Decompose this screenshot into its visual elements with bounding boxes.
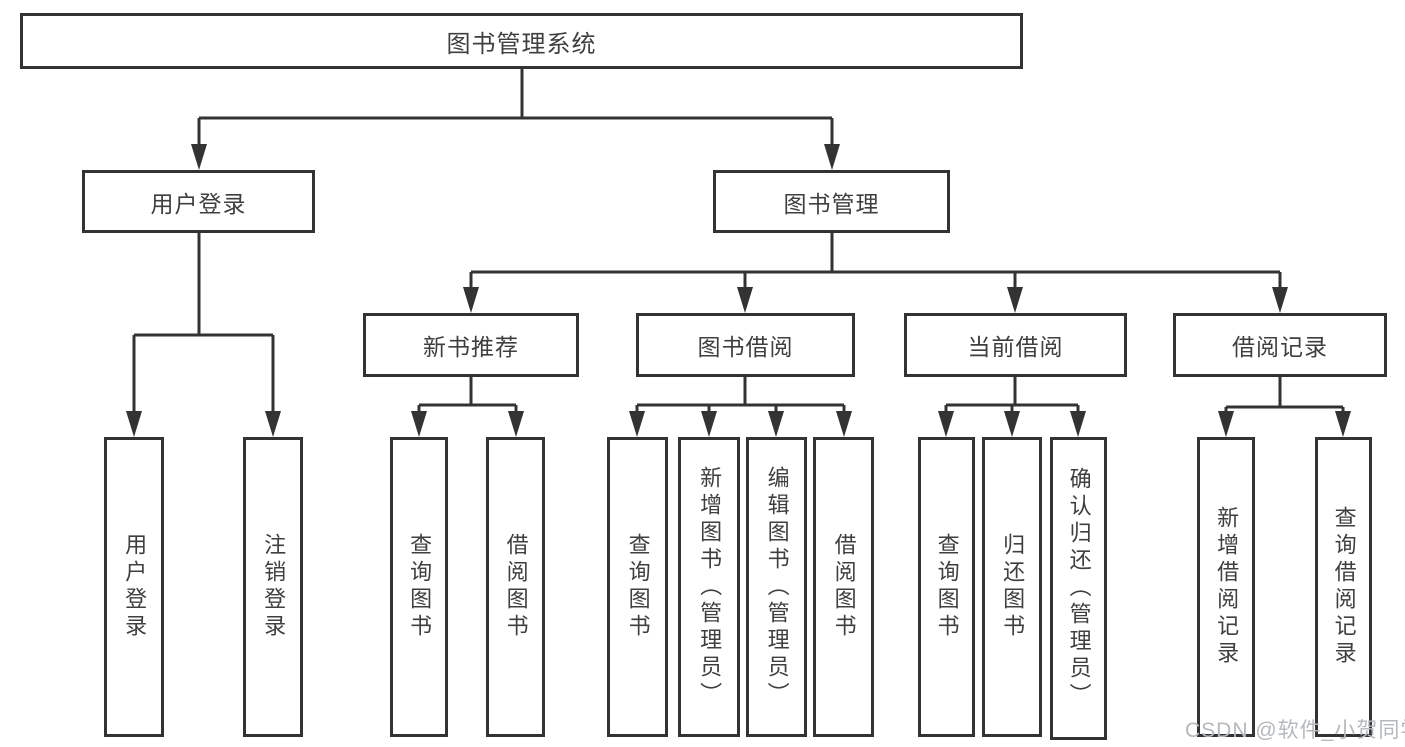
leaf-label: 确认归还（管理员） <box>1066 467 1092 710</box>
leaf-confirm-return-admin: 确认归还（管理员） <box>1050 437 1107 740</box>
node-borrow-records: 借阅记录 <box>1173 313 1387 377</box>
leaf-recommend-borrow-books: 借阅图书 <box>486 437 545 737</box>
leaf-label: 借阅图书 <box>503 533 529 641</box>
leaf-label: 查询图书 <box>934 533 960 641</box>
node-system-root: 图书管理系统 <box>20 13 1023 69</box>
leaf-add-borrow-record: 新增借阅记录 <box>1197 437 1255 737</box>
arrowheads <box>126 144 1351 437</box>
node-current-borrow: 当前借阅 <box>904 313 1127 377</box>
node-label: 图书借阅 <box>697 334 794 360</box>
leaf-label: 新增借阅记录 <box>1214 506 1240 668</box>
leaf-label: 编辑图书（管理员） <box>764 465 790 709</box>
node-book-management: 图书管理 <box>713 170 950 233</box>
leaf-logout: 注销登录 <box>243 437 303 737</box>
node-label: 用户登录 <box>150 190 247 217</box>
leaf-borrow-query-books: 查询图书 <box>607 437 668 737</box>
node-user-login: 用户登录 <box>82 170 315 233</box>
leaf-query-borrow-record: 查询借阅记录 <box>1315 437 1372 737</box>
node-label: 新书推荐 <box>423 334 519 360</box>
leaf-label: 归还图书 <box>1000 533 1026 641</box>
leaf-label: 借阅图书 <box>831 533 857 641</box>
node-label: 图书管理系统 <box>446 30 597 58</box>
node-new-book-recommend: 新书推荐 <box>363 313 579 377</box>
leaf-current-query-books: 查询图书 <box>918 437 975 737</box>
node-label: 当前借阅 <box>967 334 1064 360</box>
node-label: 图书管理 <box>783 190 880 217</box>
leaf-label: 用户登录 <box>122 533 148 641</box>
leaf-return-books: 归还图书 <box>982 437 1042 737</box>
leaf-user-login: 用户登录 <box>104 437 164 737</box>
leaf-add-books-admin: 新增图书（管理员） <box>678 437 740 737</box>
watermark: CSDN @软件_小贺同学 <box>1185 719 1405 742</box>
leaf-label: 查询图书 <box>625 533 651 641</box>
leaf-label: 查询图书 <box>407 533 433 641</box>
leaf-borrow-books: 借阅图书 <box>813 437 874 737</box>
leaf-label: 查询借阅记录 <box>1331 506 1357 668</box>
leaf-label: 注销登录 <box>261 533 287 641</box>
leaf-label: 新增图书（管理员） <box>697 465 723 709</box>
leaf-recommend-query-books: 查询图书 <box>390 437 448 737</box>
node-book-borrow: 图书借阅 <box>636 313 855 377</box>
node-label: 借阅记录 <box>1232 334 1328 360</box>
leaf-edit-books-admin: 编辑图书（管理员） <box>746 437 807 737</box>
